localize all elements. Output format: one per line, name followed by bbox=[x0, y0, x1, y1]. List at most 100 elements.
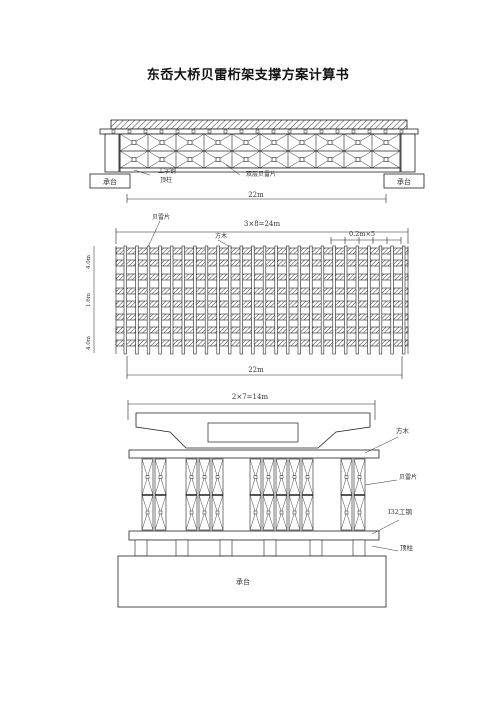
elevation-deck-block bbox=[159, 129, 164, 134]
plan-bailey-line bbox=[170, 245, 174, 355]
plan-bailey-line bbox=[228, 245, 232, 355]
elevation-top-column-label: 顶柱 bbox=[160, 176, 172, 184]
section-cap-label: 承台 bbox=[236, 577, 250, 586]
section-bailey-pin bbox=[292, 475, 297, 479]
section-cap bbox=[117, 555, 387, 608]
elevation-pier-left bbox=[104, 133, 120, 173]
elevation-deck-block bbox=[255, 129, 260, 134]
plan-bailey-line bbox=[193, 245, 197, 355]
elevation-cap-left-label: 承台 bbox=[103, 177, 117, 186]
section-i32-beam bbox=[128, 530, 380, 541]
elevation-truss-pin bbox=[383, 157, 389, 162]
elevation-deck-block bbox=[367, 129, 372, 134]
section-timber-label: 方木 bbox=[396, 426, 410, 435]
section-top-dim: 2×7=14m bbox=[232, 393, 269, 401]
elevation-truss bbox=[111, 129, 404, 169]
section-bailey-pin bbox=[266, 510, 271, 515]
elevation-truss-pin bbox=[299, 157, 305, 162]
elevation-truss-pin bbox=[355, 140, 361, 145]
elevation-deck-block bbox=[351, 129, 356, 134]
elevation-deck-block bbox=[271, 129, 276, 134]
elevation-cap-right bbox=[383, 173, 425, 189]
section-top-column bbox=[263, 539, 277, 557]
plan-left-dim-bot: 4.0m bbox=[86, 335, 92, 350]
section-bailey-pin bbox=[202, 475, 207, 479]
section-top-column bbox=[134, 539, 148, 557]
elevation-truss-pin bbox=[299, 140, 305, 145]
elevation-cap-right-label: 承台 bbox=[397, 177, 411, 186]
section-bailey-pin bbox=[305, 510, 310, 515]
section-bailey-pin bbox=[158, 510, 163, 515]
section-timber bbox=[128, 449, 380, 459]
section-bailey-pin bbox=[215, 475, 220, 479]
elevation-truss-pin bbox=[215, 140, 221, 145]
elevation-deck-block bbox=[207, 129, 212, 134]
elevation-view: 承台 承台 工字钢 顶柱 双层贝雷片 22m bbox=[89, 119, 425, 203]
elevation-truss-pin bbox=[131, 140, 137, 145]
section-bailey-pin bbox=[279, 475, 284, 479]
section-i32-label: I32工钢 bbox=[388, 508, 412, 516]
elevation-truss-pin bbox=[187, 140, 193, 145]
elevation-double-bailey-label: 双层贝雷片 bbox=[246, 170, 276, 178]
section-view: 2×7=14m 承台 方木 贝雷片 I32工钢 顶柱 bbox=[117, 393, 417, 608]
plan-bailey-line bbox=[135, 245, 139, 355]
plan-bailey-line bbox=[204, 245, 209, 355]
elevation-truss-pin bbox=[383, 140, 389, 145]
elevation-truss-pin bbox=[355, 157, 361, 162]
plan-bailey-line bbox=[309, 245, 313, 355]
plan-bottom-dim: 22m bbox=[248, 366, 264, 374]
plan-bailey-line bbox=[123, 245, 127, 355]
plan-view: 贝雷片 3×8=24m 方木 0.2m×5 4.0m 1.6m 4.0m 22m bbox=[86, 213, 409, 379]
elevation-truss-pin bbox=[187, 157, 193, 162]
plan-left-dim-top: 4.0m bbox=[86, 254, 92, 269]
section-bailey-pin bbox=[344, 510, 349, 515]
plan-bailey-line bbox=[297, 245, 301, 355]
plan-bailey-line bbox=[390, 245, 394, 355]
section-bailey-group bbox=[141, 458, 366, 531]
section-bailey-pin bbox=[305, 475, 310, 479]
section-bailey-pin bbox=[202, 510, 207, 515]
plan-left-dim-mid: 1.6m bbox=[86, 292, 92, 307]
elevation-truss-pin bbox=[215, 157, 221, 162]
plan-bailey-line bbox=[355, 245, 359, 355]
section-bailey-pin bbox=[253, 475, 258, 479]
elevation-deck-block bbox=[319, 129, 324, 134]
section-bailey-pin bbox=[292, 510, 297, 515]
section-bailey-pin bbox=[189, 510, 194, 515]
elevation-truss-pin bbox=[159, 140, 165, 145]
elevation-deck-block bbox=[239, 129, 244, 134]
elevation-deck-block bbox=[303, 129, 308, 134]
document-title: 东岙大桥贝雷桁架支撑方案计算书 bbox=[146, 68, 350, 83]
section-top-column bbox=[175, 539, 189, 557]
section-bailey-pin bbox=[145, 475, 150, 479]
section-bailey-pin bbox=[189, 475, 194, 479]
section-top-column bbox=[219, 539, 233, 557]
plan-bailey-line bbox=[367, 245, 371, 355]
plan-bailey-line bbox=[332, 245, 336, 355]
plan-bailey-line bbox=[402, 245, 406, 355]
elevation-span-label: 22m bbox=[248, 191, 264, 199]
plan-bailey-line bbox=[251, 245, 255, 355]
elevation-truss-pin bbox=[243, 140, 249, 145]
elevation-truss-pin bbox=[243, 157, 249, 162]
plan-top-dim: 3×8=24m bbox=[244, 220, 281, 228]
plan-bailey-line bbox=[146, 245, 151, 355]
section-box-void bbox=[207, 422, 299, 443]
plan-grid bbox=[115, 245, 409, 355]
elevation-deck-block bbox=[399, 129, 404, 134]
plan-bailey-line bbox=[344, 245, 348, 355]
section-bailey-label: 贝雷片 bbox=[399, 473, 417, 481]
section-bailey-pin bbox=[357, 510, 362, 515]
elevation-truss-pin bbox=[131, 157, 137, 162]
section-bailey-pin bbox=[215, 510, 220, 515]
section-columns bbox=[134, 539, 366, 557]
elevation-deck-block bbox=[143, 129, 148, 134]
elevation-pier-right bbox=[400, 133, 416, 173]
section-bailey-pin bbox=[357, 475, 362, 479]
section-top-column bbox=[309, 539, 323, 557]
plan-bailey-line bbox=[286, 245, 290, 355]
elevation-deck-block bbox=[287, 129, 292, 134]
section-bailey-pin bbox=[344, 475, 349, 479]
elevation-deck bbox=[110, 119, 408, 130]
